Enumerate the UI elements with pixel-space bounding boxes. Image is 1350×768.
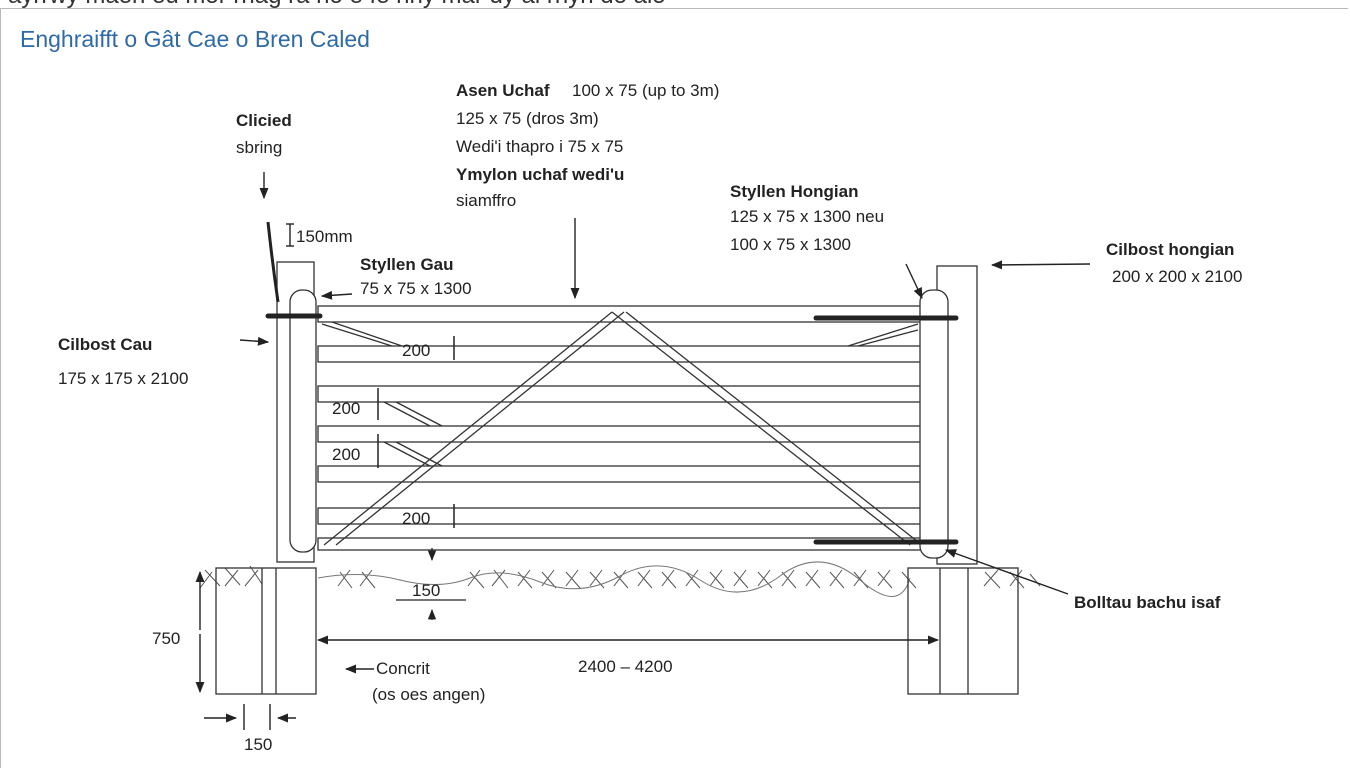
- hinges: [265, 313, 959, 545]
- bay-braces: [321, 321, 919, 467]
- concrit-line2: (os oes angen): [372, 685, 485, 704]
- styllen-gau-dim: 75 x 75 x 1300: [360, 279, 472, 298]
- styllen-hongian-dim2: 100 x 75 x 1300: [730, 235, 851, 254]
- cilbost-hongian-title: Cilbost hongian: [1106, 240, 1234, 259]
- ymylon-line1: Ymylon uchaf wedi'u: [456, 165, 624, 184]
- styllen-hongian-dim1: 125 x 75 x 1300 neu: [730, 207, 884, 226]
- ground-gap-label: 150: [412, 581, 440, 600]
- styllen-hongian-title: Styllen Hongian: [730, 182, 858, 201]
- span-label: 2400 – 4200: [578, 657, 673, 676]
- top-strip: ayrrwy maen eu mor rhag ra no e fe nhy m…: [0, 0, 1350, 8]
- left-foundation: [215, 567, 317, 695]
- asen-uchaf-line2: 125 x 75 (dros 3m): [456, 109, 599, 128]
- clicied-line2: sbring: [236, 138, 282, 157]
- concrit-line1: Concrit: [376, 659, 430, 678]
- bay-label-2: 200: [332, 399, 360, 418]
- latch-gap-marker: [286, 223, 294, 247]
- asen-uchaf-dim: 100 x 75 (up to 3m): [572, 81, 719, 100]
- bay-label-3: 200: [332, 445, 360, 464]
- bay-label-1: 200: [402, 341, 430, 360]
- post-width-dimension: [204, 704, 296, 730]
- leader-arrows: [239, 172, 1091, 674]
- spring-latch: [266, 221, 280, 303]
- hanging-stile: [919, 289, 949, 559]
- clicied-line1: Clicied: [236, 111, 292, 130]
- bolltau-label: Bolltau bachu isaf: [1074, 593, 1221, 612]
- page-title: Enghraifft o Gât Cae o Bren Caled: [20, 26, 370, 52]
- right-foundation: [907, 567, 1019, 695]
- asen-uchaf-title: Asen Uchaf: [456, 81, 550, 100]
- diagram-frame: [0, 8, 1348, 768]
- shutting-stile: [289, 289, 317, 553]
- ground-gap-indicator: [396, 548, 466, 620]
- cilbost-cau-title: Cilbost Cau: [58, 335, 152, 354]
- asen-uchaf-line3: Wedi'i thapro i 75 x 75: [456, 137, 623, 156]
- cilbost-hongian-dim: 200 x 200 x 2100: [1112, 267, 1242, 286]
- ymylon-line2: siamffro: [456, 191, 516, 210]
- bay-ticks: [377, 336, 455, 528]
- depth-label: 750: [152, 629, 180, 648]
- ground-hatch: [199, 561, 1041, 597]
- post-width-label: 150: [244, 735, 272, 754]
- main-braces: [323, 311, 923, 546]
- latch-gap-label: 150mm: [296, 227, 353, 246]
- top-strip-text: ayrrwy maen eu mor rhag ra no e fe nhy m…: [8, 0, 666, 8]
- gate-rails: [317, 305, 923, 551]
- bay-label-4: 200: [402, 509, 430, 528]
- cilbost-cau-dim: 175 x 175 x 2100: [58, 369, 188, 388]
- styllen-gau-title: Styllen Gau: [360, 255, 454, 274]
